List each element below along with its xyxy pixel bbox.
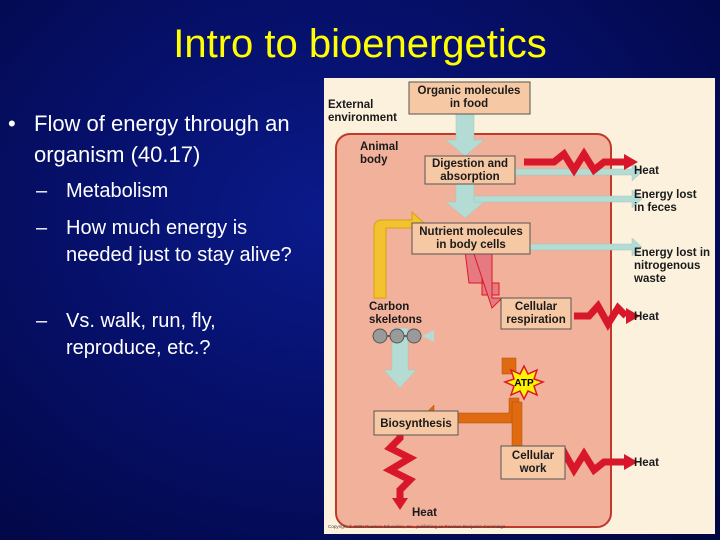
carbon-skeleton-molecules: [372, 328, 434, 344]
copyright-text: Copyright © 2008 Pearson Education, Inc.…: [328, 523, 507, 529]
heat-arrowheads: [392, 154, 640, 510]
subbullet-text: How much energy is needed just to stay a…: [66, 217, 292, 266]
heat-label-1: Heat: [634, 165, 659, 177]
heat-label-4: Heat: [412, 507, 437, 519]
digestion-box: [424, 155, 516, 185]
atp-star-icon: [502, 364, 546, 401]
subbullet-text: Vs. walk, run, fly, reproduce, etc.?: [66, 310, 216, 359]
bullet-marker: •: [8, 111, 16, 136]
biosynthesis-box: [373, 410, 459, 436]
teal-arrows: [383, 113, 643, 389]
biosynthesis-label: Biosynthesis: [380, 418, 452, 430]
label-boxes: [373, 81, 572, 480]
cellular-work-box: [500, 445, 566, 480]
nutrient-to-respiration-arrow: [463, 242, 504, 309]
nutrient-box: [411, 222, 531, 255]
respiration-box: [500, 297, 572, 330]
subbullet-marker: –: [36, 310, 48, 332]
bullet-text: Flow of energy through an organism (40.1…: [34, 111, 290, 167]
heat-label-2: Heat: [634, 311, 659, 323]
subbullet-marker: –: [36, 217, 48, 239]
subbullet-text: Metabolism: [66, 180, 169, 202]
slide-title: Intro to bioenergetics: [173, 22, 547, 66]
heat-label-3: Heat: [634, 457, 659, 469]
subbullet-marker: –: [36, 180, 48, 202]
organic-molecules-box: [408, 81, 531, 115]
atp-label: ATP: [514, 378, 534, 389]
